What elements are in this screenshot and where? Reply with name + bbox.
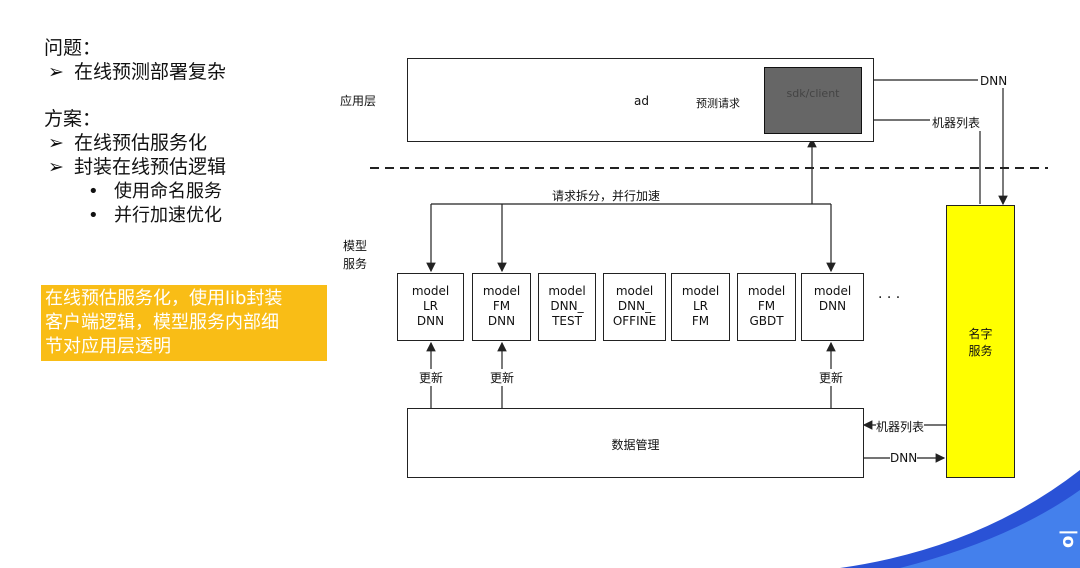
model-box: model LR FM — [671, 273, 730, 341]
machine-list-label-top: 机器列表 — [930, 114, 983, 131]
model-box-line: FM — [691, 314, 710, 328]
arrow-bullet-icon: ➢ — [48, 156, 64, 178]
solution-item: ➢ 在线预估服务化 — [48, 131, 207, 155]
model-box-line: DNN_ — [617, 299, 652, 313]
model-box-line: TEST — [552, 314, 582, 328]
model-box-line: GBDT — [749, 314, 784, 328]
logo-swoosh-light — [900, 490, 1080, 568]
highlight-line: 在线预估服务化，使用lib封装 — [45, 288, 283, 309]
model-service-label-line: 模型 — [343, 239, 368, 253]
model-box-line: model — [747, 284, 786, 298]
highlight-note: 在线预估服务化，使用lib封装 客户端逻辑，模型服务内部细 节对应用层透明 — [41, 285, 327, 361]
update-label: 更新 — [819, 369, 844, 386]
model-box-line: DNN — [416, 314, 445, 328]
model-box-line: model — [411, 284, 450, 298]
data-management-label: 数据管理 — [611, 438, 660, 452]
update-label: 更新 — [419, 369, 444, 386]
model-box-line: OFFINE — [612, 314, 657, 328]
name-service-box — [946, 205, 1015, 478]
highlight-line: 客户端逻辑，模型服务内部细 — [45, 312, 279, 333]
model-box-line: model — [482, 284, 521, 298]
model-box-line: DNN — [818, 299, 847, 313]
ellipsis: · · · — [878, 290, 901, 306]
name-service-label-line: 服务 — [968, 344, 993, 358]
solution-item-text: 在线预估服务化 — [74, 132, 208, 154]
model-box: model FM DNN — [472, 273, 531, 341]
model-box-line: DNN_ — [550, 299, 584, 313]
model-box: model DNN_ OFFINE — [603, 273, 666, 341]
solution-sub-item: • 使用命名服务 — [88, 180, 222, 204]
model-box-line: LR — [692, 299, 709, 313]
model-box: model DNN_ TEST — [538, 273, 596, 341]
highlight-line: 节对应用层透明 — [45, 336, 171, 357]
solution-item-text: 封装在线预估逻辑 — [74, 156, 227, 178]
app-box-label: ad — [634, 94, 649, 108]
dnn-label-top: DNN — [978, 74, 1010, 88]
machine-list-label-bottom: 机器列表 — [876, 418, 925, 435]
model-box-line: model — [615, 284, 654, 298]
solution-sub-item: • 并行加速优化 — [88, 204, 222, 228]
name-service-label: 名字 服务 — [946, 326, 1015, 360]
model-box-line: model — [681, 284, 720, 298]
model-box-line: FM — [757, 299, 776, 313]
arrow-bullet-icon: ➢ — [48, 61, 64, 83]
app-layer-label: 应用层 — [340, 94, 377, 108]
solution-title: 方案： — [44, 108, 102, 130]
model-service-label-line: 服务 — [343, 257, 368, 271]
machine-list-top-connector — [862, 115, 981, 204]
dot-bullet-icon: • — [88, 205, 99, 226]
data-management-box — [407, 408, 864, 478]
split-request-label: 请求拆分，并行加速 — [552, 189, 661, 203]
predict-request-label: 预测请求 — [696, 97, 740, 110]
model-box-line: FM — [492, 299, 511, 313]
dot-bullet-icon: • — [88, 181, 99, 202]
model-box-line: model — [548, 284, 586, 298]
dnn-label-bottom: DNN — [890, 451, 918, 465]
model-box: model LR DNN — [397, 273, 464, 341]
update-label: 更新 — [490, 369, 515, 386]
model-box-line: DNN — [487, 314, 516, 328]
solution-sub-item-text: 并行加速优化 — [114, 205, 222, 226]
solution-sub-item-text: 使用命名服务 — [114, 181, 222, 202]
dnn-top-connector — [862, 79, 1008, 206]
model-service-label: 模型 服务 — [343, 237, 367, 273]
model-box: model DNN — [801, 273, 864, 341]
problem-item-text: 在线预测部署复杂 — [74, 61, 227, 83]
arrow-bullet-icon: ➢ — [48, 132, 64, 154]
model-box: model FM GBDT — [737, 273, 796, 341]
name-service-label-line: 名字 — [968, 327, 993, 341]
solution-item: ➢ 封装在线预估逻辑 — [48, 155, 226, 179]
lib-client-label: sdk/client — [786, 87, 840, 100]
model-box-line: model — [813, 284, 852, 298]
model-box-line: LR — [422, 299, 439, 313]
problem-item: ➢ 在线预测部署复杂 — [48, 60, 226, 84]
lib-client-box — [764, 67, 862, 134]
logo-icon: o| — [1056, 529, 1078, 548]
problem-title: 问题： — [44, 37, 102, 59]
